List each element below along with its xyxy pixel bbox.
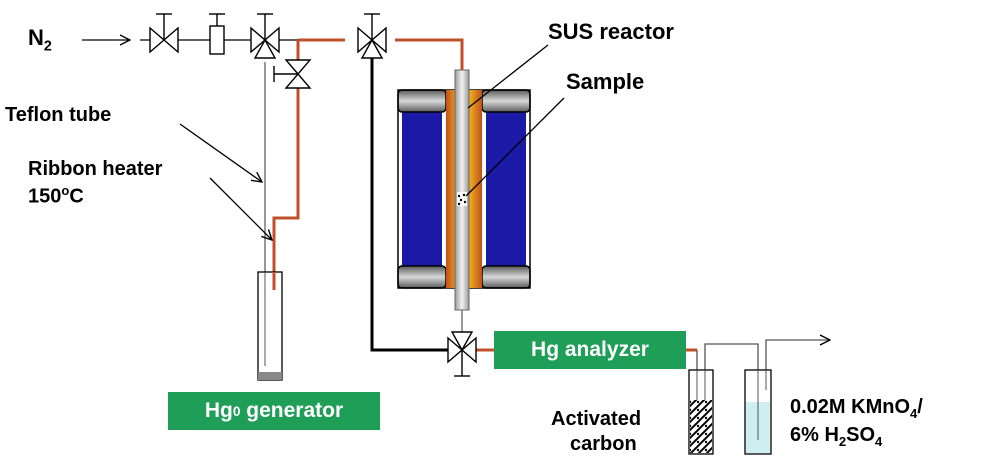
hg-analyzer-box: Hg analyzer — [494, 331, 686, 369]
teflon-pointer — [179, 123, 262, 182]
filter-icon — [209, 13, 225, 55]
three-way-valve-icon — [250, 13, 280, 59]
h2so4-label: 6% H2SO4 — [790, 424, 883, 449]
hg-generator-vessel — [257, 271, 283, 381]
ribbon-pointer — [209, 177, 272, 240]
ribbon-heater-line — [272, 88, 300, 288]
n2-label: N2 — [28, 25, 52, 55]
ribbon-heater-temp: 150oC — [28, 183, 84, 208]
three-way-valve-icon — [447, 331, 477, 377]
activated-carbon-label: Activated — [551, 408, 642, 430]
kmno4-impinger — [744, 369, 772, 455]
sus-reactor-pointer — [467, 44, 549, 109]
three-way-valve-icon — [357, 13, 387, 59]
sample-pointer — [465, 97, 565, 197]
valve-icon — [273, 59, 312, 89]
bypass-line — [370, 58, 448, 352]
teflon-tube-label: Teflon tube — [5, 104, 112, 126]
sample-label: Sample — [566, 69, 645, 94]
header-line-heated — [298, 38, 464, 60]
activated-carbon-label-2: carbon — [570, 433, 637, 455]
activated-carbon-impinger — [688, 369, 714, 455]
ribbon-heater-label: Ribbon heater — [28, 158, 163, 180]
kmno4-label: 0.02M KMnO4/ — [790, 396, 923, 421]
sus-reactor-tube — [454, 60, 470, 311]
impinger-connect-2 — [704, 343, 759, 380]
valve-icon — [149, 13, 179, 54]
sus-reactor-label: SUS reactor — [548, 19, 674, 44]
impinger-exit — [765, 340, 830, 380]
